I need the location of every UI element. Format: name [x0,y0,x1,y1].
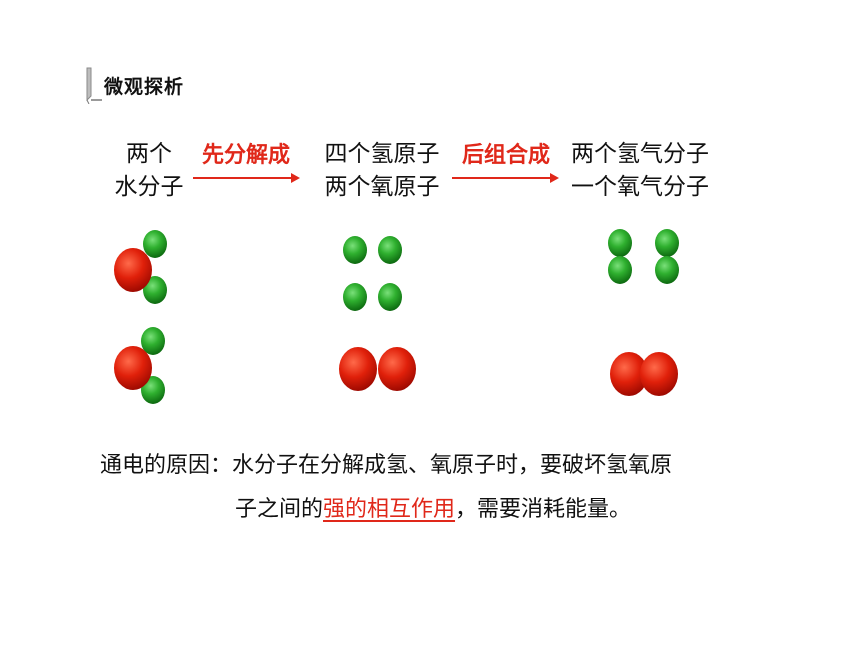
atoms-label-line2: 两个氧原子 [324,174,440,200]
atoms-label-line1: 四个氢原子 [324,141,440,167]
arrow-right-icon [193,173,300,183]
oxygen-atom [378,347,416,391]
explanation-suffix: ，需要消耗能量。 [455,497,632,522]
hydrogen-atom [655,229,679,257]
step-combine-label: 后组合成 [461,143,550,168]
explanation-line2: 子之间的强的相互作用，需要消耗能量。 [235,490,631,530]
section-title: 微观探析 [104,76,185,98]
hydrogen-atom [143,230,167,258]
hydrogen-atom [378,283,402,311]
hydrogen-atom [608,229,632,257]
atoms-label: 四个氢原子 两个氧原子 [318,138,446,204]
explanation-prefix: 子之间的 [235,497,324,522]
oxygen-atom [114,346,152,390]
hydrogen-atom [655,256,679,284]
gas-label-line1: 两个氢气分子 [571,141,709,167]
water-label-line1: 两个 [126,141,172,167]
step-decompose-label: 先分解成 [201,143,290,168]
hydrogen-atom [343,236,367,264]
water-molecules-label: 两个 水分子 [108,138,190,204]
arrow-right-icon [452,173,559,183]
gas-molecules-label: 两个氢气分子 一个氧气分子 [562,138,718,204]
hydrogen-atom [608,256,632,284]
oxygen-atom [339,347,377,391]
gas-label-line2: 一个氧气分子 [571,174,709,200]
highlighted-phrase: 强的相互作用 [323,497,456,522]
oxygen-atom [114,248,152,292]
hydrogen-atom [343,283,367,311]
pen-icon [86,67,102,104]
oxygen-atom [640,352,678,396]
water-label-line2: 水分子 [114,174,184,200]
explanation-line1: 通电的原因：水分子在分解成氢、氧原子时，要破坏氢氧原 [100,453,673,478]
hydrogen-atom [378,236,402,264]
